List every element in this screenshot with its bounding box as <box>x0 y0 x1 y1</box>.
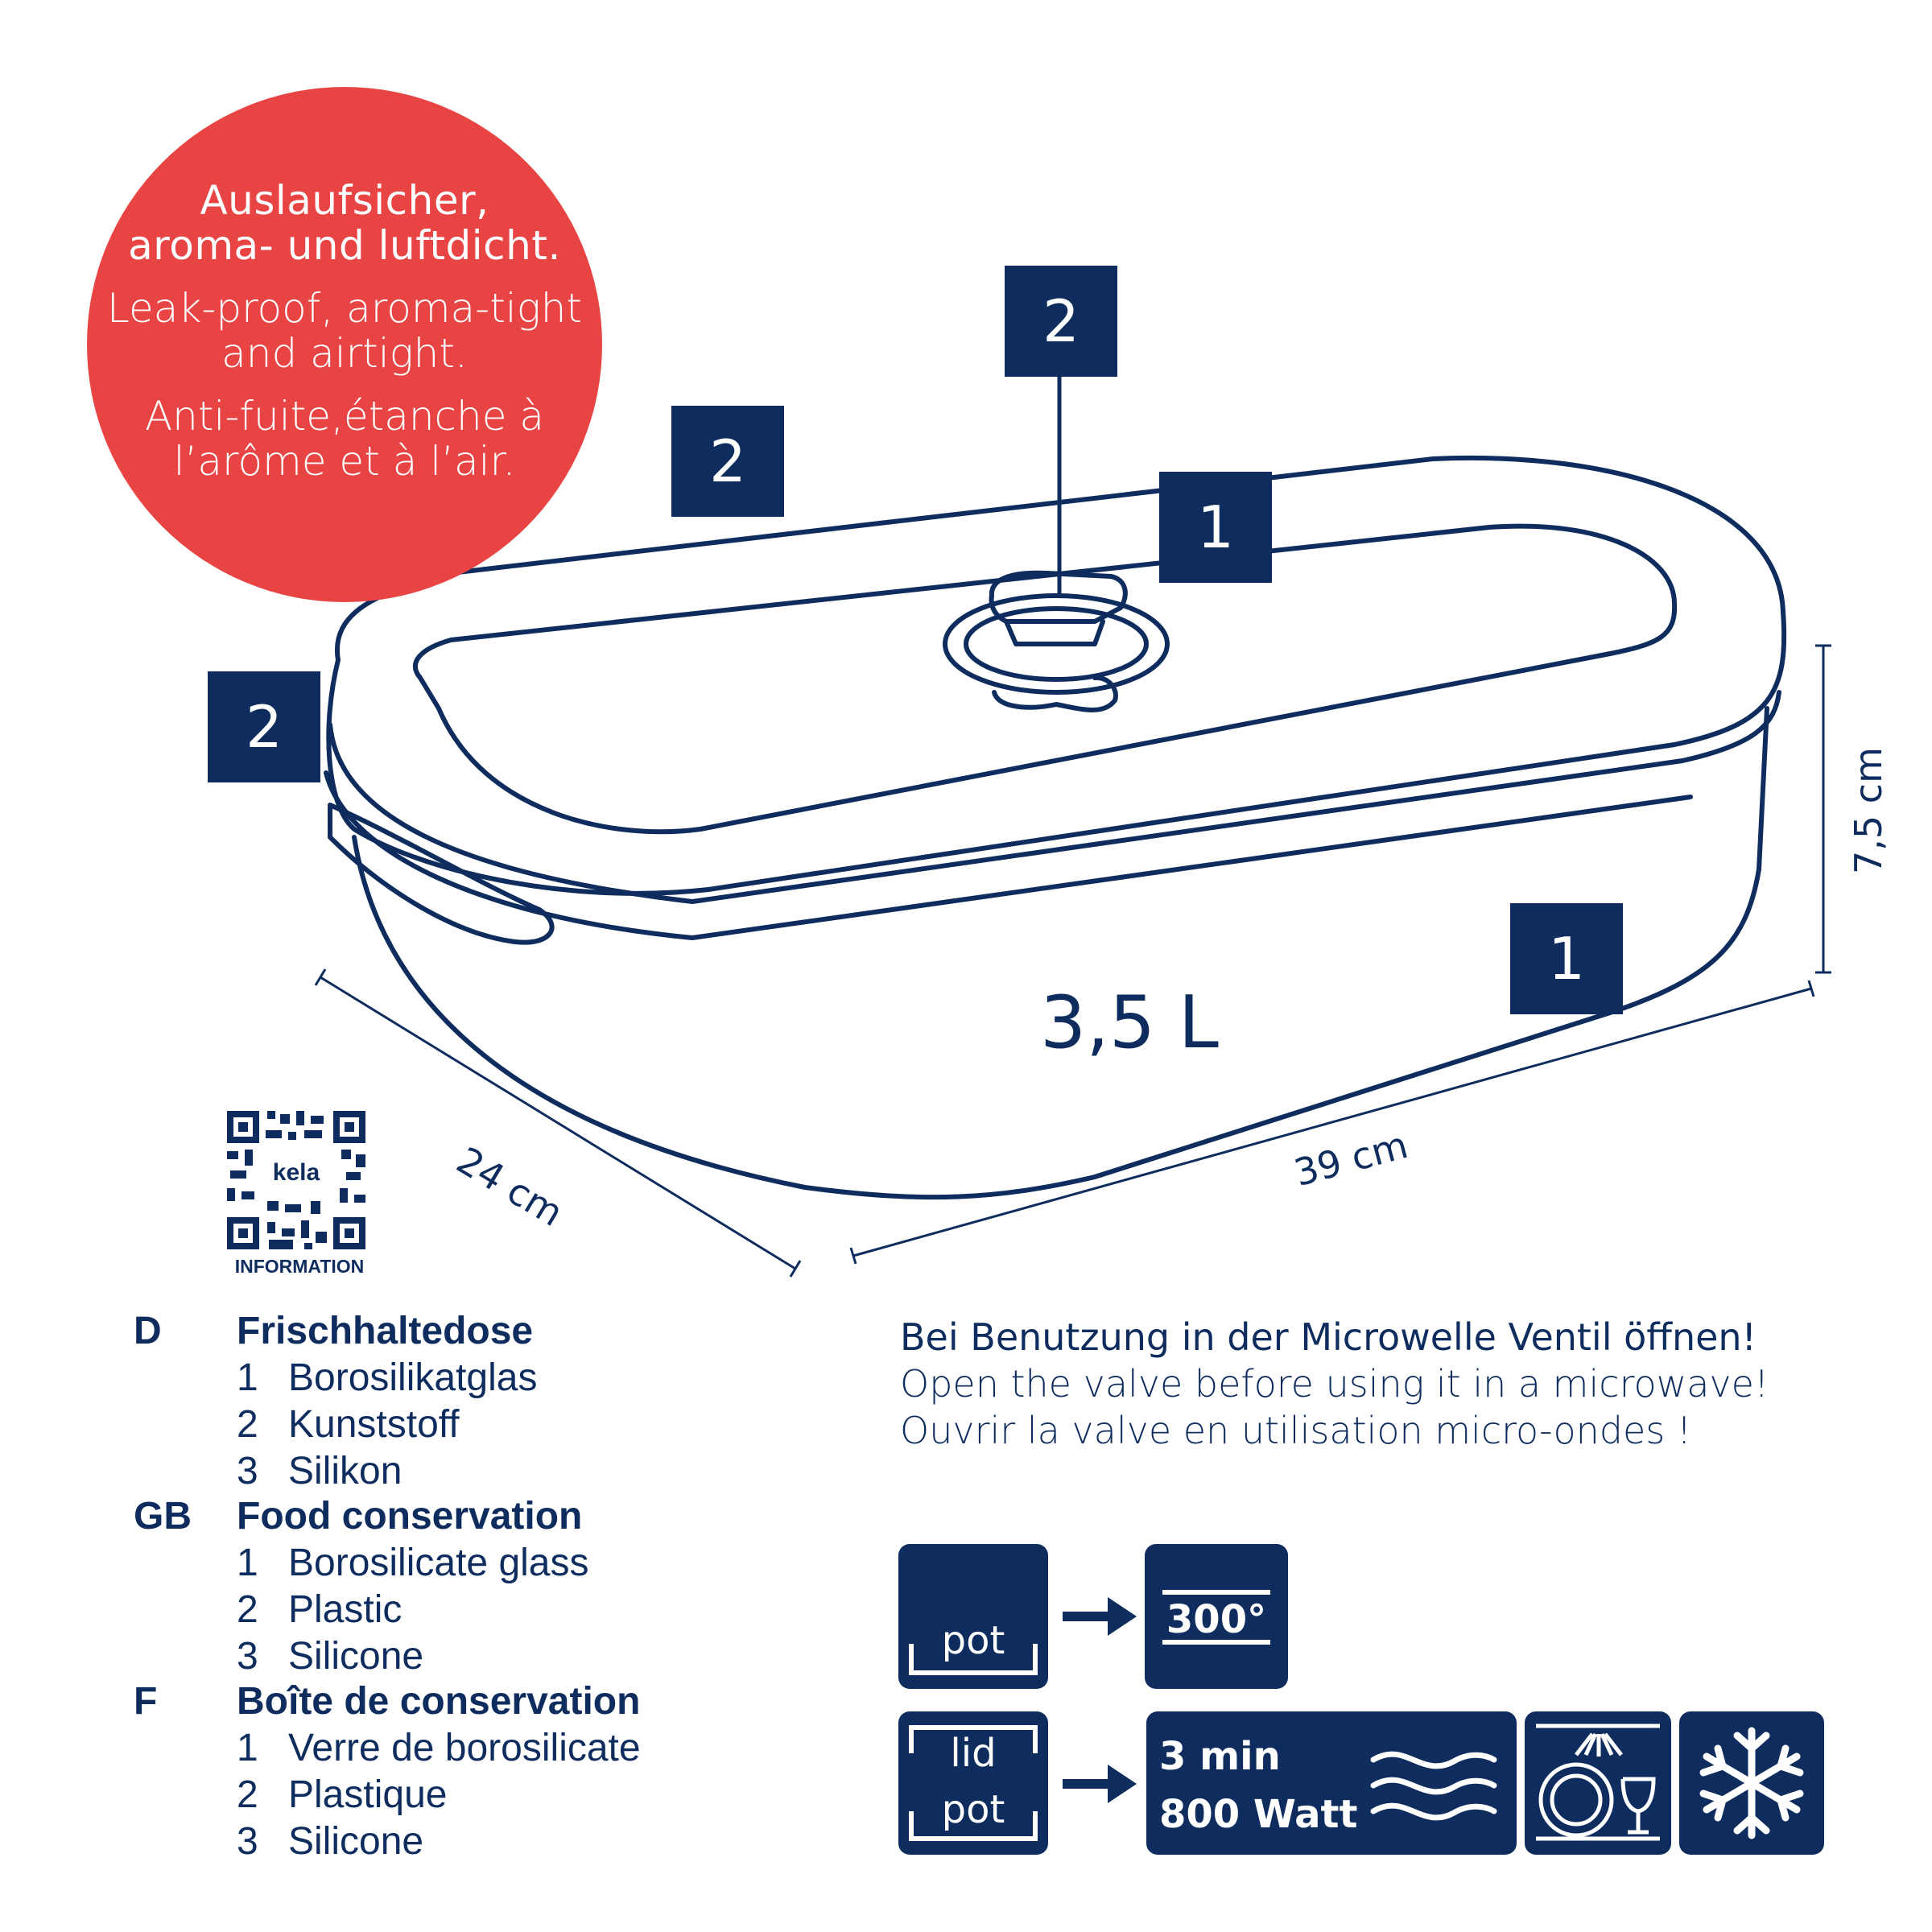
badge-de-line1: Auslaufsicher, <box>200 177 489 224</box>
legend-num: 3 <box>237 1450 258 1492</box>
qr-code[interactable]: kela <box>227 1111 365 1249</box>
legend-material: Silikon <box>288 1450 402 1492</box>
callout-lid-glass: 1 <box>1159 472 1272 583</box>
valve-stem <box>992 675 1118 712</box>
microwave-note-en: Open the valve before using it in a micr… <box>900 1362 1769 1406</box>
pot-label: pot <box>941 1618 1005 1663</box>
lid-inner-panel <box>413 523 1678 835</box>
lid-label: lid <box>950 1731 997 1776</box>
valve-knob-body <box>1004 619 1105 646</box>
microwave-power: 800 Watt <box>1159 1792 1358 1837</box>
dim-width-line <box>852 987 1812 1257</box>
dim-depth-line <box>320 976 796 1270</box>
handle-tab <box>328 803 555 945</box>
qr-caption: INFORMATION <box>234 1256 365 1277</box>
pot-bracket-icon <box>909 1644 1038 1675</box>
legend-num: 2 <box>237 1773 258 1816</box>
legend-title-de: Frischhaltedose <box>237 1310 534 1352</box>
legend-num: 1 <box>237 1356 258 1399</box>
callout-lid-plastic: 2 <box>671 406 784 517</box>
oven-temperature: 300° <box>1166 1597 1267 1642</box>
legend-material: Kunststoff <box>288 1403 460 1446</box>
arrow-right-icon <box>1063 1597 1137 1636</box>
qr-brand-logo: kela <box>272 1159 320 1186</box>
dishwasher-icon <box>1536 1724 1660 1841</box>
callout-valve-plastic: 2 <box>1005 266 1117 377</box>
glass-base-outline <box>352 706 1769 1200</box>
oven-icon <box>1162 1590 1270 1645</box>
microwave-note-fr: Ouvrir la valve en utilisation micro-ond… <box>900 1409 1692 1452</box>
lid-pot-bracket-icon <box>909 1725 1038 1841</box>
badge-en-line1: Leak-proof, aroma-tight <box>106 285 582 332</box>
callout-base-glass: 1 <box>1510 903 1623 1014</box>
badge-de-line2: aroma- und luftdicht. <box>128 222 561 269</box>
legend-num: 2 <box>237 1403 258 1446</box>
legend-material: Plastic <box>288 1588 402 1631</box>
lid-rim-outer <box>326 455 1787 896</box>
height-dimension-label: 7,5 cm <box>1847 747 1890 874</box>
callout-seal-plastic: 2 <box>208 671 320 782</box>
dishwasher-tile <box>1525 1711 1671 1855</box>
legend-material: Silicone <box>288 1820 424 1863</box>
volume-label: 3,5 L <box>1040 980 1219 1065</box>
legend-title-f: Boîte de conservation <box>237 1680 641 1723</box>
legend-material: Silicone <box>288 1635 424 1678</box>
microwave-tile: 3 min 800 Watt <box>1146 1711 1517 1855</box>
pot-label-2: pot <box>941 1787 1005 1832</box>
legend-num: 3 <box>237 1635 258 1678</box>
legend-material: Borosilikatglas <box>288 1356 538 1399</box>
freezer-tile <box>1679 1711 1824 1855</box>
legend-material: Plastique <box>288 1773 448 1816</box>
lang-code-de: D <box>134 1310 162 1352</box>
legend-num: 1 <box>237 1542 258 1584</box>
legend-num: 2 <box>237 1588 258 1631</box>
legend-material: Borosilicate glass <box>288 1542 589 1584</box>
badge-en-line2: and airtight. <box>221 330 468 377</box>
pot-only-tile: pot <box>898 1544 1048 1689</box>
feature-badge: Auslaufsicher, aroma- und luftdicht. Lea… <box>87 87 602 602</box>
lid-rim-band-2 <box>324 770 1693 940</box>
microwave-note-de: Bei Benutzung in der Microwelle Ventil ö… <box>900 1315 1757 1359</box>
legend-title-gb: Food conservation <box>237 1495 583 1538</box>
valve-ring <box>943 593 1170 695</box>
legend-material: Verre de borosilicate <box>288 1727 641 1769</box>
lang-code-f: F <box>134 1680 158 1723</box>
lid-pot-tile: lid pot <box>898 1711 1048 1855</box>
arrow-right-icon <box>1063 1765 1137 1803</box>
microwave-time: 3 min <box>1159 1734 1281 1779</box>
oven-tile: 300° <box>1145 1544 1288 1689</box>
valve-inner-ring <box>964 606 1149 682</box>
lang-code-gb: GB <box>134 1495 192 1538</box>
legend-num: 3 <box>237 1820 258 1863</box>
snowflake-icon <box>1699 1727 1804 1839</box>
badge-fr-line1: Anti-fuite,étanche à <box>144 393 545 440</box>
lid-rim-band <box>328 690 1781 904</box>
qr-pattern-icon <box>227 1111 365 1249</box>
microwave-waves-icon <box>1370 1751 1497 1821</box>
valve-knob-top <box>989 570 1128 624</box>
legend-num: 1 <box>237 1727 258 1769</box>
badge-fr-line2: l’arôme et à l’air. <box>173 438 516 485</box>
